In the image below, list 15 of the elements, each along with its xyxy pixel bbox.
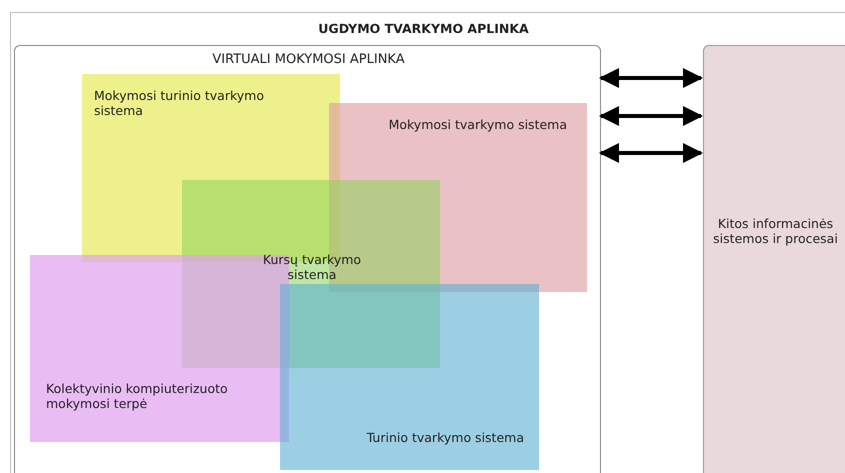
area-label: Turinio tvarkymo sistema [366,430,524,445]
overlapping-square [280,284,539,470]
group-title: VIRTUALI MOKYMOSI APLINKA [211,52,406,67]
double-arrow [599,106,703,126]
area-label: Mokymosi turinio tvarkymo sistema [94,88,265,118]
double-arrow [599,143,703,163]
area-label: Mokymosi tvarkymo sistema [388,117,567,132]
area-label: Kursų tvarkymo sistema [262,252,362,282]
frame [10,12,845,473]
area-label: Kolektyvinio kompiuterizuoto mokymosi terpė [46,381,229,411]
system-box [703,45,845,473]
double-arrow [599,68,703,88]
frame-title: UGDYMO TVARKYMO APLINKA [317,21,530,36]
group-box [14,45,601,473]
box-label: Kitos informacinės sistemos ir procesai [712,216,839,246]
